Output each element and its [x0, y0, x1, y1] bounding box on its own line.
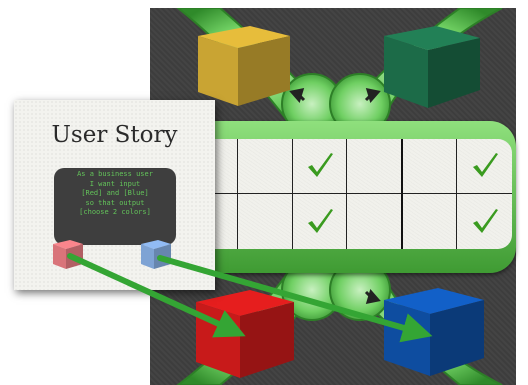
story-title: User Story — [51, 122, 178, 148]
grid-cell[interactable] — [293, 194, 347, 249]
story-line: As a business user — [77, 170, 153, 178]
grid-row-1 — [197, 139, 512, 194]
checkmark-icon — [472, 153, 498, 177]
story-text-box: As a business user I want input [Red] an… — [54, 168, 176, 245]
grid-cell[interactable] — [238, 194, 293, 249]
grid-cell[interactable] — [457, 139, 512, 194]
grid-cell[interactable] — [403, 139, 457, 194]
green-cube[interactable] — [378, 14, 488, 109]
blue-cube[interactable] — [380, 278, 492, 378]
grid-cell[interactable] — [197, 139, 238, 194]
grid-row-2 — [197, 194, 512, 249]
arrow-marker-icon — [364, 88, 381, 104]
grid-cell[interactable] — [238, 139, 293, 194]
arrow-marker-icon — [289, 88, 306, 104]
grid-cell[interactable] — [347, 139, 403, 194]
color-grid-band — [191, 121, 516, 273]
story-line: I want input — [89, 179, 141, 188]
red-cube[interactable] — [190, 280, 302, 380]
checkmark-icon — [307, 153, 333, 177]
story-line: [Red] and [Blue] — [81, 189, 149, 198]
grid-cell[interactable] — [197, 194, 238, 249]
story-line: [choose 2 colors] — [79, 208, 151, 217]
color-grid — [197, 139, 512, 249]
grid-cell[interactable] — [403, 194, 457, 249]
small-red-cube[interactable] — [50, 236, 86, 272]
checkmark-icon — [307, 208, 333, 233]
small-blue-cube[interactable] — [138, 236, 174, 272]
user-story-card[interactable]: User Story As a business user I want inp… — [14, 100, 215, 290]
yellow-cube[interactable] — [190, 14, 300, 109]
grid-cell[interactable] — [457, 194, 512, 249]
grid-cell[interactable] — [293, 139, 347, 194]
grid-cell[interactable] — [347, 194, 403, 249]
checkmark-icon — [472, 208, 498, 233]
story-line: so that output — [85, 198, 145, 207]
